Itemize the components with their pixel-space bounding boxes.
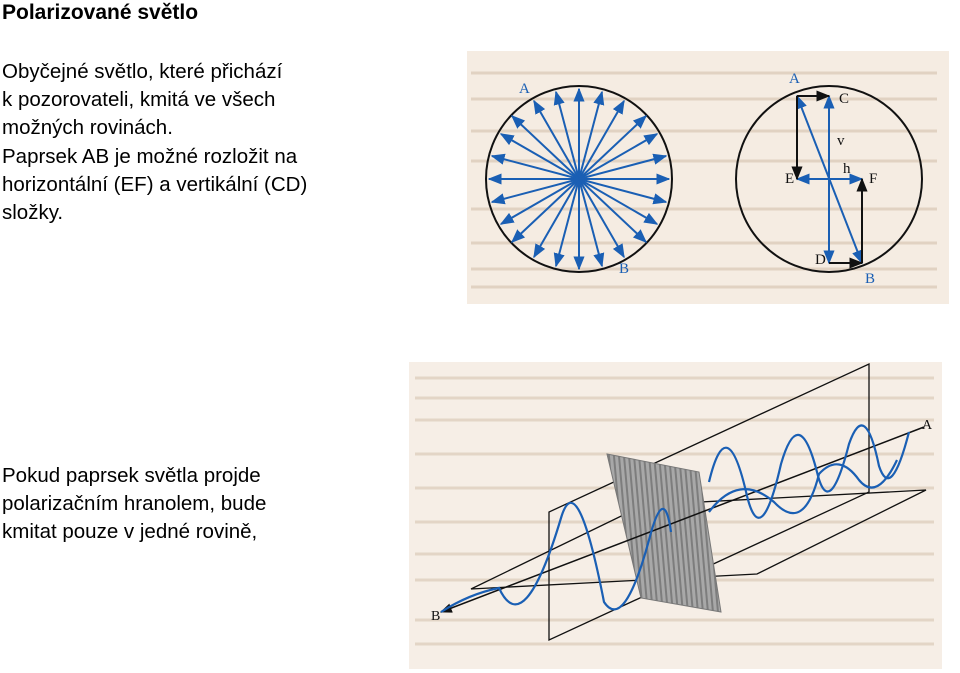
vibration-directions-svg: A B A B C D E F v h	[471, 71, 937, 289]
vertical-wave	[707, 424, 911, 519]
polarized-wave	[440, 501, 673, 613]
polarizer-plate	[606, 453, 722, 613]
ray-label-a: A	[922, 418, 933, 433]
right-label-f: F	[869, 171, 877, 187]
left-label-b: B	[619, 261, 629, 277]
right-label-v: v	[837, 133, 845, 149]
ray-label-b: B	[431, 609, 440, 624]
slide-title: Polarizované světlo	[2, 1, 199, 24]
right-label-c: C	[839, 91, 849, 107]
right-circle-diagram: A B C D E F v h	[735, 71, 923, 287]
vibration-directions-figure: A B A B C D E F v h	[467, 51, 949, 304]
light-ray-axis	[439, 426, 925, 613]
right-label-a: A	[789, 71, 800, 87]
intro-paragraph: Obyčejné světlo, které přichází k pozoro…	[2, 60, 308, 225]
polarizer-figure: A B	[409, 362, 942, 669]
right-label-d: D	[815, 252, 826, 268]
polarizer-paragraph: Pokud paprsek světla projde polarizačním…	[2, 464, 267, 544]
left-circle-diagram: A B	[485, 81, 673, 277]
right-label-e: E	[785, 171, 794, 187]
right-label-h: h	[843, 161, 851, 177]
right-label-b: B	[865, 271, 875, 287]
left-label-a: A	[519, 81, 530, 97]
polarizer-svg: A B	[415, 362, 934, 646]
horizontal-wave	[708, 459, 898, 515]
